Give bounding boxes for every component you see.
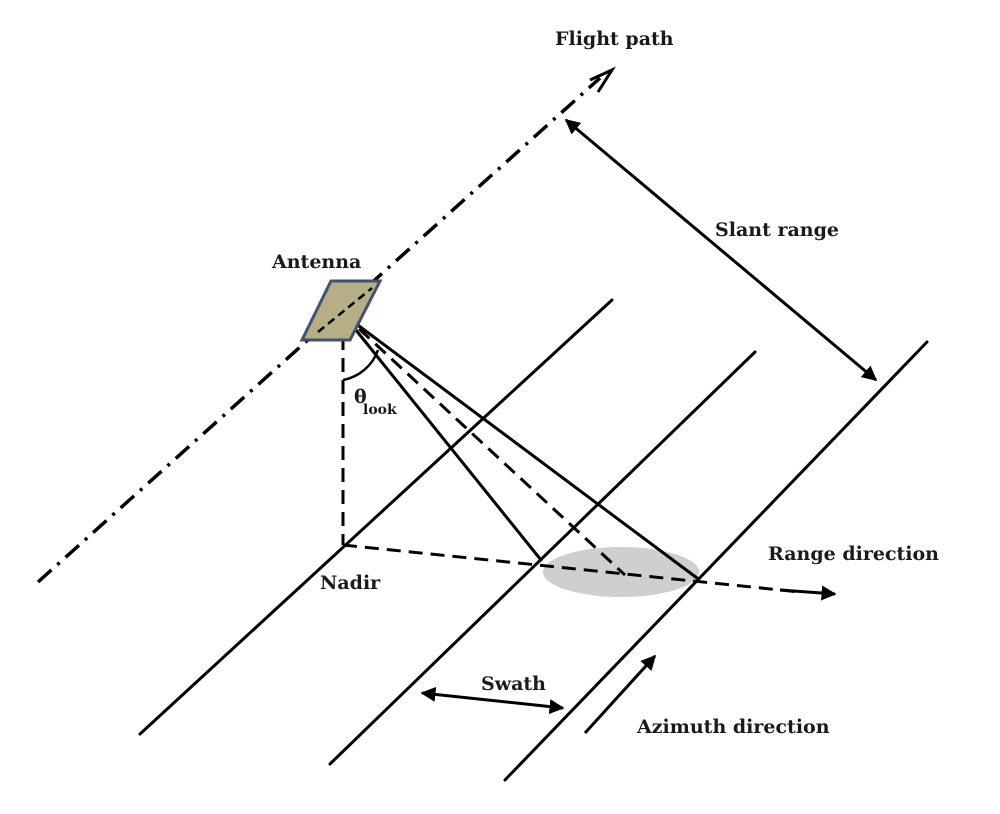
antenna-dashed-center [317, 287, 373, 333]
slant-range-label: Slant range [715, 219, 839, 241]
nadir-label: Nadir [320, 572, 381, 594]
beam-far-edge [341, 312, 699, 580]
look-angle-theta-label: θ [354, 386, 367, 408]
azimuth-direction-arrow [583, 654, 657, 735]
ground-line-far [503, 340, 929, 782]
flight-path-arrowhead [589, 66, 616, 93]
range-direction-arrow [779, 585, 837, 601]
swath-arrow [420, 686, 565, 715]
look-angle-subscript-label: look [363, 402, 397, 418]
range-dashed-line [342, 543, 801, 594]
beam-center-line [341, 312, 627, 577]
azimuth-direction-label: Azimuth direction [636, 716, 830, 738]
ground-line-near [138, 298, 614, 736]
ground-line-middle [328, 350, 757, 766]
antenna-label: Antenna [271, 251, 361, 273]
swath-label: Swath [481, 673, 546, 695]
flight-path-label: Flight path [555, 28, 674, 50]
antenna-panel [299, 279, 383, 342]
beam-near-edge [341, 312, 543, 562]
slant-range-arrow [564, 118, 878, 382]
range-direction-label: Range direction [768, 543, 939, 565]
look-angle-arc [342, 349, 380, 382]
